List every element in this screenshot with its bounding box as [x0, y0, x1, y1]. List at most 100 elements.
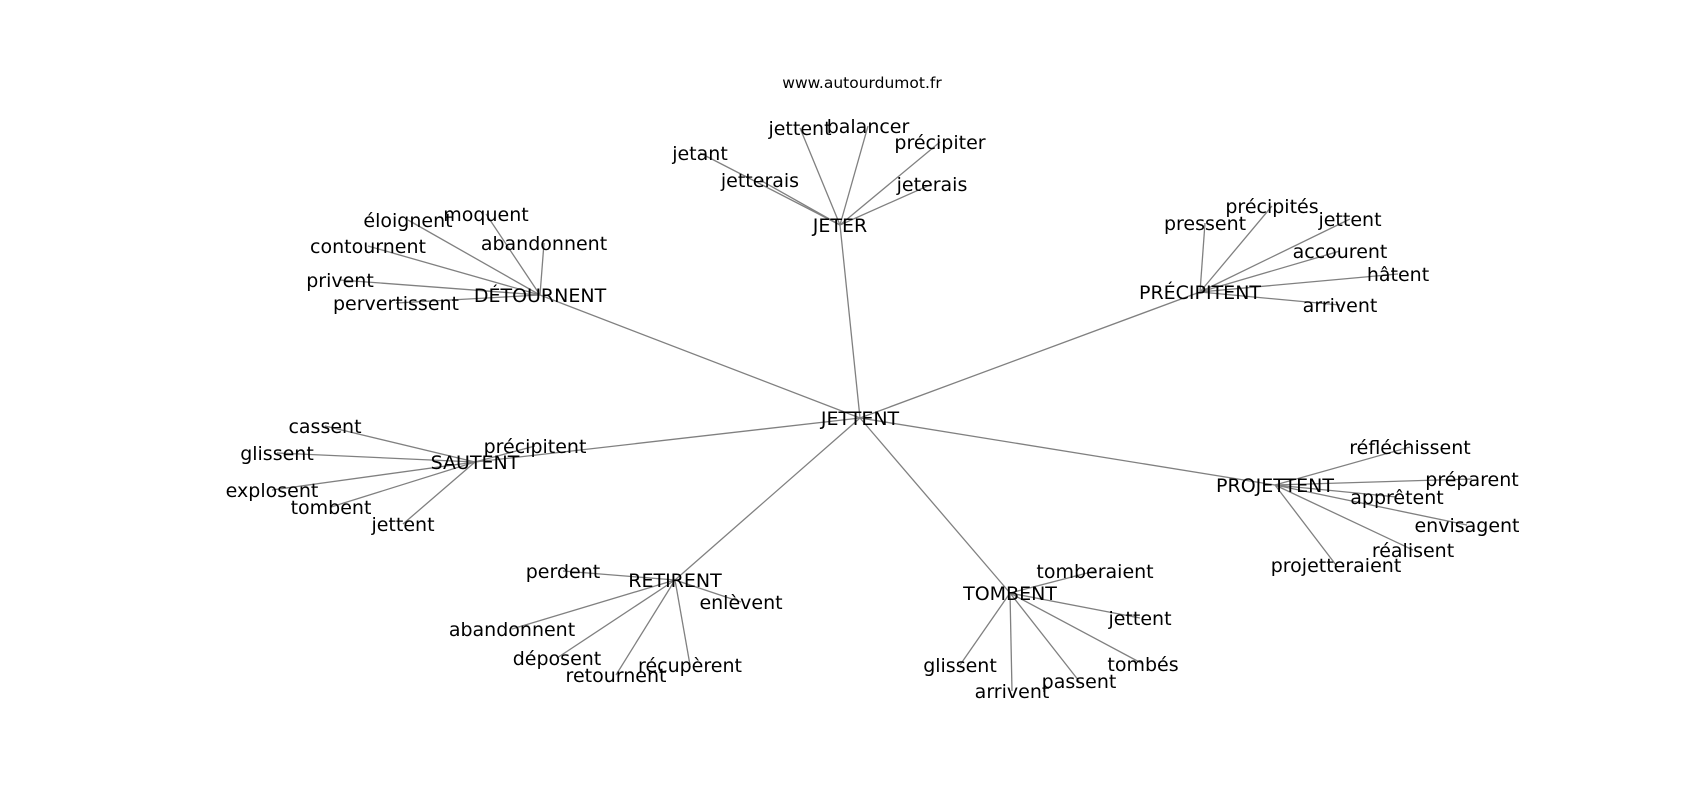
hub-leaf-edge [699, 152, 841, 226]
hub-node-label: JETER [812, 215, 867, 237]
leaf-node-label: projetteraient [1271, 555, 1402, 577]
leaf-node-label: jettent [767, 118, 831, 140]
hub-leaf-edge [1274, 484, 1468, 526]
hub-leaf-edge [1274, 484, 1398, 498]
leaf-node-label: jeterais [896, 174, 968, 196]
leaf-node-label: éloignent [363, 210, 452, 232]
hub-leaf-edge [402, 461, 476, 525]
leaf-node-label: tombent [291, 497, 372, 519]
center-hub-edge [539, 294, 861, 419]
leaf-node-label: pervertissent [333, 293, 459, 315]
leaf-node-label: enlèvent [699, 592, 782, 614]
hub-node-label: DÉTOURNENT [474, 284, 607, 307]
hub-leaf-edge [271, 461, 476, 491]
leaf-node-label: moquent [443, 204, 528, 226]
hub-leaf-edge [1009, 592, 1080, 682]
leaf-node-label: jettent [1317, 209, 1381, 231]
hub-leaf-edge [839, 125, 869, 226]
center-hub-edge [839, 224, 861, 419]
hub-leaf-edge [539, 242, 545, 296]
leaf-node-label: préparent [1425, 469, 1518, 491]
leaf-node-label: balancer [827, 116, 910, 138]
leaf-node-label: déposent [513, 648, 602, 670]
hub-node-label: TOMBENT [962, 583, 1057, 605]
hub-node-label: PRÉCIPITENT [1139, 281, 1261, 304]
center-hub-edge [859, 291, 1201, 419]
leaf-node-label: jetant [671, 143, 728, 165]
leaf-node-label: envisagent [1414, 515, 1519, 537]
hub-leaf-edge [759, 179, 841, 226]
hub-leaf-edge [1199, 273, 1399, 293]
hub-leaf-edge [839, 141, 941, 226]
hub-leaf-edge [959, 592, 1011, 666]
hub-node-label: PROJETTENT [1216, 475, 1334, 497]
hub-leaf-edge [799, 127, 841, 226]
leaf-node-label: apprêtent [1350, 487, 1443, 509]
leaf-node-label: précipiter [894, 132, 985, 154]
center-node-label: JETTENT [820, 408, 900, 430]
center-hub-edge [474, 417, 861, 463]
leaf-node-label: privent [306, 270, 374, 292]
leaf-node-label: réfléchissent [1349, 437, 1471, 459]
source-url: www.autourdumot.fr [782, 74, 942, 92]
leaf-node-label: tombés [1107, 654, 1178, 676]
leaf-node-label: glissent [240, 443, 314, 465]
center-hub-edge [859, 417, 1011, 594]
hub-node-label: SAUTENT [431, 452, 520, 474]
leaf-node-label: abandonnent [449, 619, 575, 641]
hub-leaf-edge [511, 579, 676, 630]
hub-leaf-edge [839, 183, 933, 226]
leaf-node-label: hâtent [1367, 264, 1429, 286]
hub-leaf-edge [407, 219, 541, 296]
hub-leaf-edge [276, 452, 476, 463]
leaf-node-label: arrivent [1303, 295, 1378, 317]
leaf-node-label: arrivent [975, 681, 1050, 703]
hub-leaf-edge [1274, 478, 1473, 486]
leaf-node-label: réalisent [1372, 540, 1454, 562]
leaf-node-label: accourent [1293, 241, 1388, 263]
hub-leaf-edge [324, 425, 476, 463]
center-hub-edge [859, 417, 1276, 486]
hub-leaf-edge [339, 279, 541, 296]
hub-leaf-edge [474, 445, 536, 463]
hub-leaf-edge [330, 461, 476, 508]
leaf-node-label: retournent [566, 665, 667, 687]
hub-leaf-edge [1009, 592, 1144, 665]
hub-leaf-edge [1199, 205, 1273, 293]
leaf-node-label: jettent [370, 514, 434, 536]
leaf-node-label: passent [1042, 671, 1117, 693]
hub-leaf-edge [1009, 592, 1141, 619]
hub-leaf-edge [562, 570, 676, 581]
leaf-node-label: récupèrent [638, 655, 742, 677]
hub-leaf-edge [1009, 570, 1096, 594]
hub-leaf-edge [1009, 592, 1013, 692]
hub-leaf-edge [367, 245, 541, 296]
leaf-node-label: glissent [923, 655, 997, 677]
leaf-node-label: précipités [1225, 196, 1318, 218]
leaf-node-label: cassent [288, 416, 361, 438]
hub-leaf-edge [1199, 218, 1351, 293]
hub-leaf-edge [615, 579, 676, 676]
hub-leaf-edge [556, 579, 676, 659]
leaf-node-label: explosent [226, 480, 319, 502]
leaf-node-label: jettent [1107, 608, 1171, 630]
leaf-node-label: jetterais [720, 170, 799, 192]
edges-layer [271, 125, 1473, 692]
labels-layer: www.autourdumot.fr JETER jetant jetterais j… [226, 74, 1520, 703]
hub-leaf-edge [485, 213, 541, 296]
leaf-node-label: pressent [1164, 213, 1246, 235]
leaf-node-label: précipitent [484, 436, 587, 458]
leaf-node-label: abandonnent [481, 233, 607, 255]
hub-node-label: RETIRENT [628, 570, 722, 592]
hub-leaf-edge [1274, 484, 1337, 566]
hub-leaf-edge [674, 579, 691, 666]
hub-leaf-edge [395, 294, 541, 304]
hub-leaf-edge [1274, 446, 1411, 486]
hub-leaf-edge [1199, 291, 1341, 306]
leaf-node-label: perdent [526, 561, 600, 583]
hub-leaf-edge [674, 579, 742, 603]
center-hub-edge [674, 417, 861, 581]
leaf-node-label: tomberaient [1036, 561, 1153, 583]
hub-leaf-edge [1274, 484, 1414, 551]
